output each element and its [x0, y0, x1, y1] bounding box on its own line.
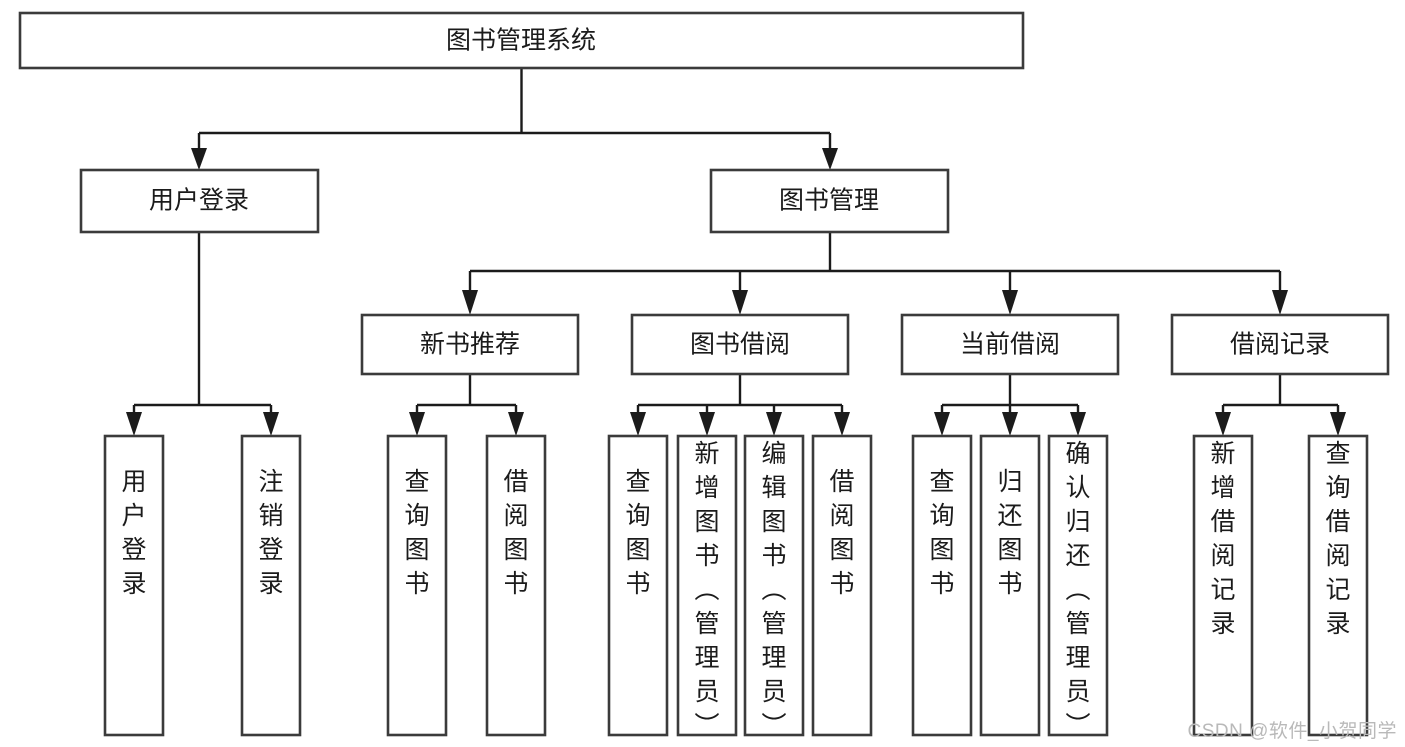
node-borrow-record[interactable]: 借阅记录: [1170, 313, 1390, 376]
arrowhead-leaf-logout: [263, 412, 279, 436]
leaf-node[interactable]: 借阅图书: [811, 434, 873, 737]
leaf-bookborrow-edit-label: 编辑图书︵管理员︶: [761, 440, 786, 740]
leaf-bookborrow-query-box[interactable]: [607, 434, 669, 737]
leaf-node[interactable]: 借阅图书: [485, 434, 547, 737]
arrowhead-book-borrow: [732, 290, 748, 315]
arrowhead-user-login: [191, 148, 207, 170]
leaf-borrowrecord-add-box[interactable]: [1192, 434, 1254, 737]
node-borrow-record-box[interactable]: [1170, 313, 1390, 376]
arrowhead-currentborrow-leaf-1: [934, 412, 950, 436]
leaf-currentborrow-return-label: 归还图书: [997, 468, 1022, 598]
leaf-bookborrow-add-label: 新增图书︵管理员︶: [694, 440, 719, 740]
leaf-bookborrow-query-label: 查询图书: [625, 468, 650, 598]
connector-group: [126, 68, 1346, 436]
leaf-bookborrow-add-box[interactable]: [676, 434, 738, 737]
leaf-newbook-query-label: 查询图书: [404, 468, 429, 598]
leaf-node[interactable]: 查询图书: [607, 434, 669, 737]
node-book-manage-label: 图书管理: [779, 187, 879, 215]
leaf-newbook-query-box[interactable]: [386, 434, 448, 737]
arrowhead-newbook-leaf-1: [409, 412, 425, 436]
arrowhead-newbook-leaf-2: [508, 412, 524, 436]
node-book-manage-box[interactable]: [709, 168, 950, 234]
leaf-bookborrow-borrow-label: 借阅图书: [829, 468, 854, 598]
watermark-text: CSDN @软件_小贺同学: [1187, 721, 1397, 742]
leaf-newbook-borrow-box[interactable]: [485, 434, 547, 737]
arrowhead-borrowrecord-leaf-1: [1215, 412, 1231, 436]
leaf-node[interactable]: 查询图书: [386, 434, 448, 737]
arrowhead-new-book: [462, 290, 478, 315]
leaf-node[interactable]: 用户登录: [103, 434, 165, 737]
leaf-node[interactable]: 查询图书: [911, 434, 973, 737]
arrowhead-current-borrow: [1002, 290, 1018, 315]
leaf-node[interactable]: 查询借阅记录: [1307, 434, 1369, 737]
leaf-node[interactable]: 编辑图书︵管理员︶: [743, 434, 805, 740]
leaf-node[interactable]: 注销登录: [240, 434, 302, 737]
node-root-box[interactable]: [18, 11, 1025, 70]
node-current-borrow[interactable]: 当前借阅: [900, 313, 1120, 376]
node-user-login-box[interactable]: [79, 168, 320, 234]
arrowhead-borrow-record: [1272, 290, 1288, 315]
leaf-user-login-label: 用户登录: [121, 468, 146, 598]
leaf-bookborrow-edit-box[interactable]: [743, 434, 805, 737]
leaf-user-login-box[interactable]: [103, 434, 165, 737]
leaf-node[interactable]: 确认归还︵管理员︶: [1047, 434, 1109, 740]
leaf-newbook-borrow-label: 借阅图书: [503, 468, 528, 598]
leaf-bookborrow-borrow-box[interactable]: [811, 434, 873, 737]
leaf-node[interactable]: 归还图书: [979, 434, 1041, 737]
leaf-currentborrow-return-box[interactable]: [979, 434, 1041, 737]
leaf-node[interactable]: 新增借阅记录: [1192, 434, 1254, 737]
leaf-currentborrow-confirm-label: 确认归还︵管理员︶: [1065, 440, 1090, 740]
node-root-label: 图书管理系统: [446, 27, 596, 55]
leaf-node[interactable]: 新增图书︵管理员︶: [676, 434, 738, 740]
node-book-borrow-box[interactable]: [630, 313, 850, 376]
arrowhead-currentborrow-leaf-2: [1002, 412, 1018, 436]
node-new-book-recommend[interactable]: 新书推荐: [360, 313, 580, 376]
node-current-borrow-label: 当前借阅: [960, 331, 1060, 359]
arrowhead-currentborrow-leaf-3: [1070, 412, 1086, 436]
leaf-logout-label: 注销登录: [258, 468, 283, 598]
node-new-book-recommend-box[interactable]: [360, 313, 580, 376]
arrowhead-book-manage: [822, 148, 838, 170]
arrowhead-bookborrow-leaf-1: [630, 412, 646, 436]
node-book-borrow-label: 图书借阅: [690, 331, 790, 359]
node-root[interactable]: 图书管理系统: [18, 11, 1025, 70]
arrowhead-bookborrow-leaf-2: [699, 412, 715, 436]
leaf-borrowrecord-add-label: 新增借阅记录: [1210, 440, 1235, 638]
leaf-currentborrow-confirm-box[interactable]: [1047, 434, 1109, 737]
leaf-currentborrow-query-box[interactable]: [911, 434, 973, 737]
node-new-book-recommend-label: 新书推荐: [420, 331, 520, 359]
leaf-borrowrecord-query-label: 查询借阅记录: [1325, 440, 1350, 638]
arrowhead-bookborrow-leaf-4: [834, 412, 850, 436]
node-book-manage[interactable]: 图书管理: [709, 168, 950, 234]
leaf-borrowrecord-query-box[interactable]: [1307, 434, 1369, 737]
node-user-login-label: 用户登录: [149, 187, 249, 215]
leaf-currentborrow-query-label: 查询图书: [929, 468, 954, 598]
leaf-logout-box[interactable]: [240, 434, 302, 737]
node-user-login[interactable]: 用户登录: [79, 168, 320, 234]
arrowhead-bookborrow-leaf-3: [766, 412, 782, 436]
node-current-borrow-box[interactable]: [900, 313, 1120, 376]
node-borrow-record-label: 借阅记录: [1230, 331, 1330, 359]
node-book-borrow[interactable]: 图书借阅: [630, 313, 850, 376]
arrowhead-leaf-user-login: [126, 412, 142, 436]
arrowhead-borrowrecord-leaf-2: [1330, 412, 1346, 436]
